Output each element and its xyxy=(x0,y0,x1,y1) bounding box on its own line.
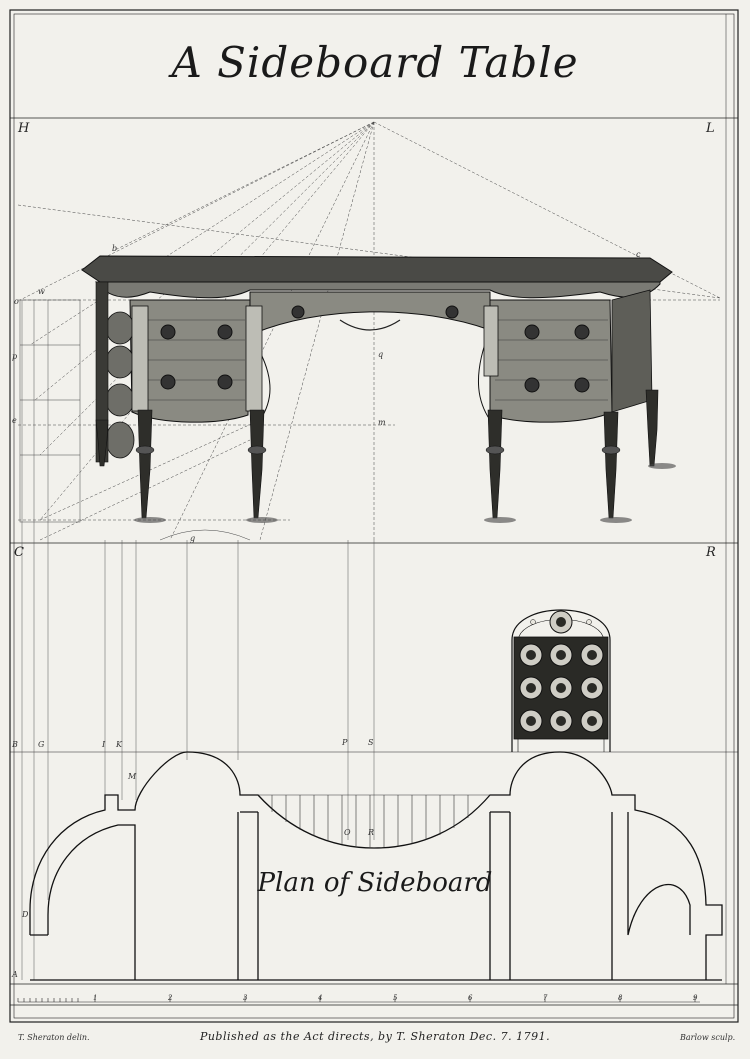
construction-letter-w: w xyxy=(38,287,45,296)
construction-letter-c: c xyxy=(636,250,641,259)
scale-number: 5 xyxy=(393,994,398,1002)
plan-hatching xyxy=(258,794,490,847)
construction-letter-e: e xyxy=(12,416,17,425)
corner-letter-c: C xyxy=(14,545,24,560)
projection-lines xyxy=(21,300,375,980)
construction-letter-A: A xyxy=(12,970,18,979)
construction-letter-p: p xyxy=(12,352,18,361)
scale-number: 2 xyxy=(168,994,173,1002)
construction-letter-M: M xyxy=(128,772,137,781)
construction-letter-P: P xyxy=(342,738,348,747)
scale-number: 7 xyxy=(543,994,548,1002)
cellaret xyxy=(511,609,611,752)
corner-letter-l: L xyxy=(706,121,715,136)
corner-letter-r: R xyxy=(706,545,716,560)
construction-letter-D: D xyxy=(22,910,29,919)
plate-title: A Sideboard Table xyxy=(171,38,579,87)
scale-number: 3 xyxy=(243,994,248,1002)
construction-letter-o: o xyxy=(14,297,19,306)
scale-number: 8 xyxy=(618,994,623,1002)
construction-letter-B: B xyxy=(12,740,18,749)
construction-letter-G: G xyxy=(38,740,45,749)
side-construction xyxy=(19,299,251,541)
sideboard-elevation xyxy=(81,255,676,523)
scale-number: 9 xyxy=(693,994,698,1002)
scale-number: 4 xyxy=(318,994,323,1002)
credit-engraver: Barlow sculp. xyxy=(680,1033,736,1042)
construction-letter-K: K xyxy=(116,740,122,749)
construction-letter-q: q xyxy=(378,350,384,359)
credit-delineator: T. Sheraton delin. xyxy=(18,1033,90,1042)
scale-bar xyxy=(17,996,700,1003)
construction-letter-I: I xyxy=(102,740,106,749)
construction-letter-O: O xyxy=(344,828,351,837)
scale-number: 1 xyxy=(93,994,98,1002)
construction-letter-R: R xyxy=(368,828,375,837)
scale-number: 6 xyxy=(468,994,473,1002)
publication-line: Published as the Act directs, by T. Sher… xyxy=(199,1030,551,1043)
corner-letter-h: H xyxy=(18,121,30,136)
sideboard-plan xyxy=(29,751,723,981)
plan-title: Plan of Sideboard xyxy=(257,868,493,898)
construction-letter-m: m xyxy=(378,418,386,427)
construction-letter-b: b xyxy=(112,244,118,253)
construction-letter-S: S xyxy=(368,738,374,747)
construction-letter-g: g xyxy=(190,534,196,543)
